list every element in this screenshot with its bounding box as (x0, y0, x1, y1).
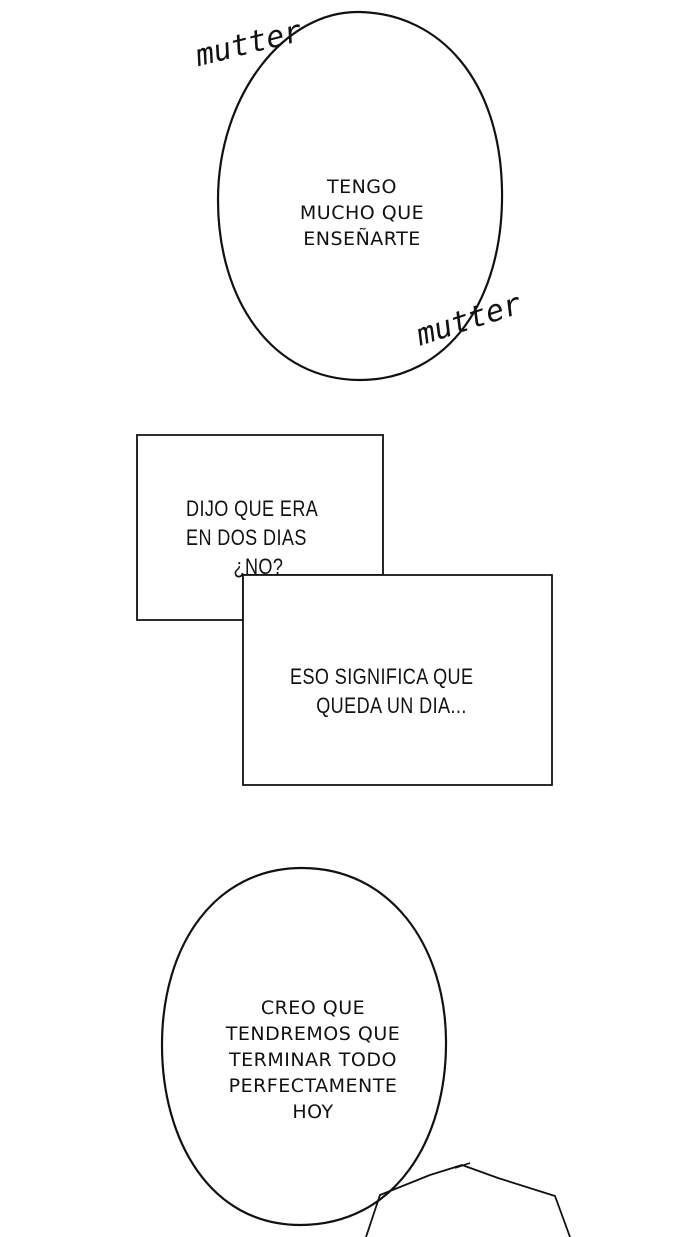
speech-bubble-1-text: TENGO MUCHO QUE ENSEÑARTE (262, 174, 462, 252)
narration-box-1-text: DIJO QUE ERA EN DOS DIAS ¿NO? (186, 494, 318, 581)
speech-bubble-1-outline (216, 10, 504, 382)
speech-bubble-2-text: CREO QUE TENDREMOS QUE TERMINAR TODO PER… (188, 995, 438, 1125)
speech-line: MUCHO QUE (299, 202, 425, 224)
speech-bubble-2-outline (160, 866, 448, 1227)
narration-box-2-text: ESO SIGNIFICA QUE QUEDA UN DIA... (290, 662, 473, 720)
narration-line: ¿NO? (233, 554, 284, 579)
narration-line: QUEDA UN DIA... (316, 693, 467, 718)
speech-line: HOY (292, 1101, 334, 1123)
narration-line: ESO SIGNIFICA QUE (290, 664, 474, 689)
narration-line: EN DOS DIAS (186, 525, 307, 550)
speech-line: PERFECTAMENTE (228, 1075, 398, 1097)
speech-line: TENGO (326, 176, 397, 198)
speech-line: ENSEÑARTE (303, 228, 421, 250)
speech-line: TERMINAR TODO (229, 1049, 397, 1071)
narration-line: DIJO QUE ERA (186, 496, 319, 521)
speech-line: TENDREMOS QUE (225, 1023, 401, 1045)
character-collar-stroke (454, 1162, 471, 1169)
speech-line: CREO QUE (260, 997, 366, 1019)
narration-box-2-outline (242, 574, 553, 786)
